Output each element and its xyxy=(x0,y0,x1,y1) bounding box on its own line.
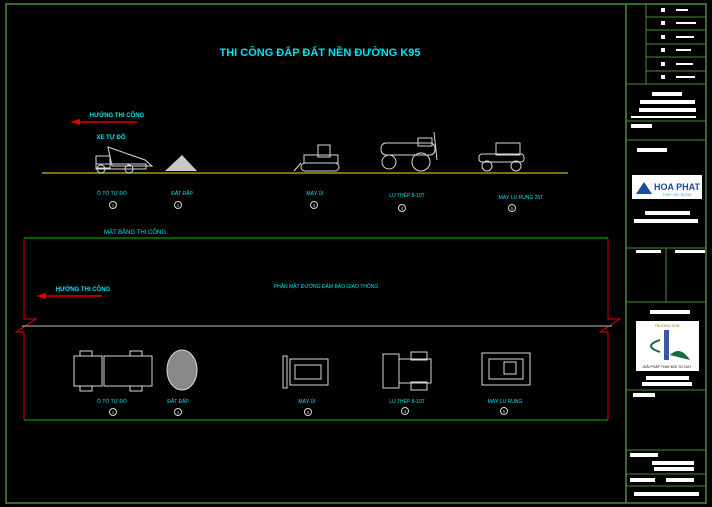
label-steel-roller: LU THÉP 8-10T xyxy=(389,192,424,199)
num-2: 2 xyxy=(177,203,180,208)
label-truck: Ô TÔ TỰ ĐỔ xyxy=(97,190,127,197)
plan-num-3: 3 xyxy=(307,410,310,415)
soil-pile-plan xyxy=(166,349,198,391)
label-soil: ĐẤT ĐẮP xyxy=(171,189,193,197)
plan-direction-label: HƯỚNG THI CÔNG xyxy=(56,285,111,293)
truongson-logo: TRƯỜNG SƠN GIẢI PHÁP THAY ĐỔI TƯ DUY xyxy=(636,321,699,371)
traffic-lane-label: PHẦN MẶT ĐƯỜNG ĐẢM BẢO GIAO THÔNG xyxy=(274,283,379,290)
svg-text:HOA PHAT: HOA PHAT xyxy=(654,182,701,192)
vibratory-roller-plan xyxy=(481,352,531,386)
hoaphat-logo: HOA PHAT THÉP XÂY DỰNG xyxy=(632,175,702,199)
num-3: 3 xyxy=(313,203,316,208)
title-block xyxy=(626,4,706,487)
dump-truck-plan xyxy=(73,350,153,392)
num-1: 1 xyxy=(112,203,115,208)
plan-title: MẶT BẰNG THI CÔNG xyxy=(104,228,166,236)
direction-arrow xyxy=(70,119,137,125)
label-bulldozer: MÁY ỦI xyxy=(306,190,323,197)
soil-pile-elevation xyxy=(165,155,197,171)
plan-num-5: 5 xyxy=(503,409,506,414)
num-4: 4 xyxy=(401,206,404,211)
elevation-labels: Ô TÔ TỰ ĐỔ ĐẤT ĐẮP MÁY ỦI LU THÉP 8-10T … xyxy=(97,189,543,212)
bulldozer-elevation xyxy=(293,144,340,172)
plan-direction-arrow xyxy=(36,293,102,299)
plan-num-2: 2 xyxy=(177,410,180,415)
title-block-checkboxes xyxy=(661,8,696,79)
direction-label: HƯỚNG THI CÔNG xyxy=(90,111,145,119)
dump-truck-elevation xyxy=(95,146,154,174)
title-block-text-blocks xyxy=(630,92,705,496)
svg-text:TRƯỜNG SƠN: TRƯỜNG SƠN xyxy=(655,323,680,328)
plan-num-4: 4 xyxy=(404,409,407,414)
steel-roller-plan xyxy=(382,351,432,391)
plan-labels: Ô TÔ TỰ ĐỔ ĐẤT ĐẮP MÁY ỦI LU THÉP 8-10T … xyxy=(97,397,522,416)
plan-label-soil: ĐẤT ĐẮP xyxy=(167,397,189,405)
break-line-right xyxy=(598,238,622,420)
drawing-title: THI CÔNG ĐẮP ĐẤT NỀN ĐƯỜNG K95 xyxy=(219,46,420,59)
steel-roller-elevation xyxy=(380,131,438,172)
vibratory-roller-elevation xyxy=(478,142,525,172)
plan-num-1: 1 xyxy=(112,410,115,415)
plan-label-truck: Ô TÔ TỰ ĐỔ xyxy=(97,398,127,405)
label-vibratory-roller: MÁY LU RUNG 25T xyxy=(499,194,544,201)
truck-caption: XE TỰ ĐỔ xyxy=(97,134,126,141)
num-5: 5 xyxy=(511,206,514,211)
drawing-frame xyxy=(5,3,707,504)
svg-text:GIẢI PHÁP THAY ĐỔI TƯ DUY: GIẢI PHÁP THAY ĐỔI TƯ DUY xyxy=(643,364,693,369)
plan-label-steel-roller: LU THÉP 8-10T xyxy=(389,398,424,405)
bulldozer-plan xyxy=(282,355,329,389)
plan-label-bulldozer: MÁY ỦI xyxy=(298,398,315,405)
plan-label-vibratory-roller: MÁY LU RUNG xyxy=(488,398,523,405)
break-line-left xyxy=(14,238,38,420)
svg-text:THÉP XÂY DỰNG: THÉP XÂY DỰNG xyxy=(663,192,692,197)
